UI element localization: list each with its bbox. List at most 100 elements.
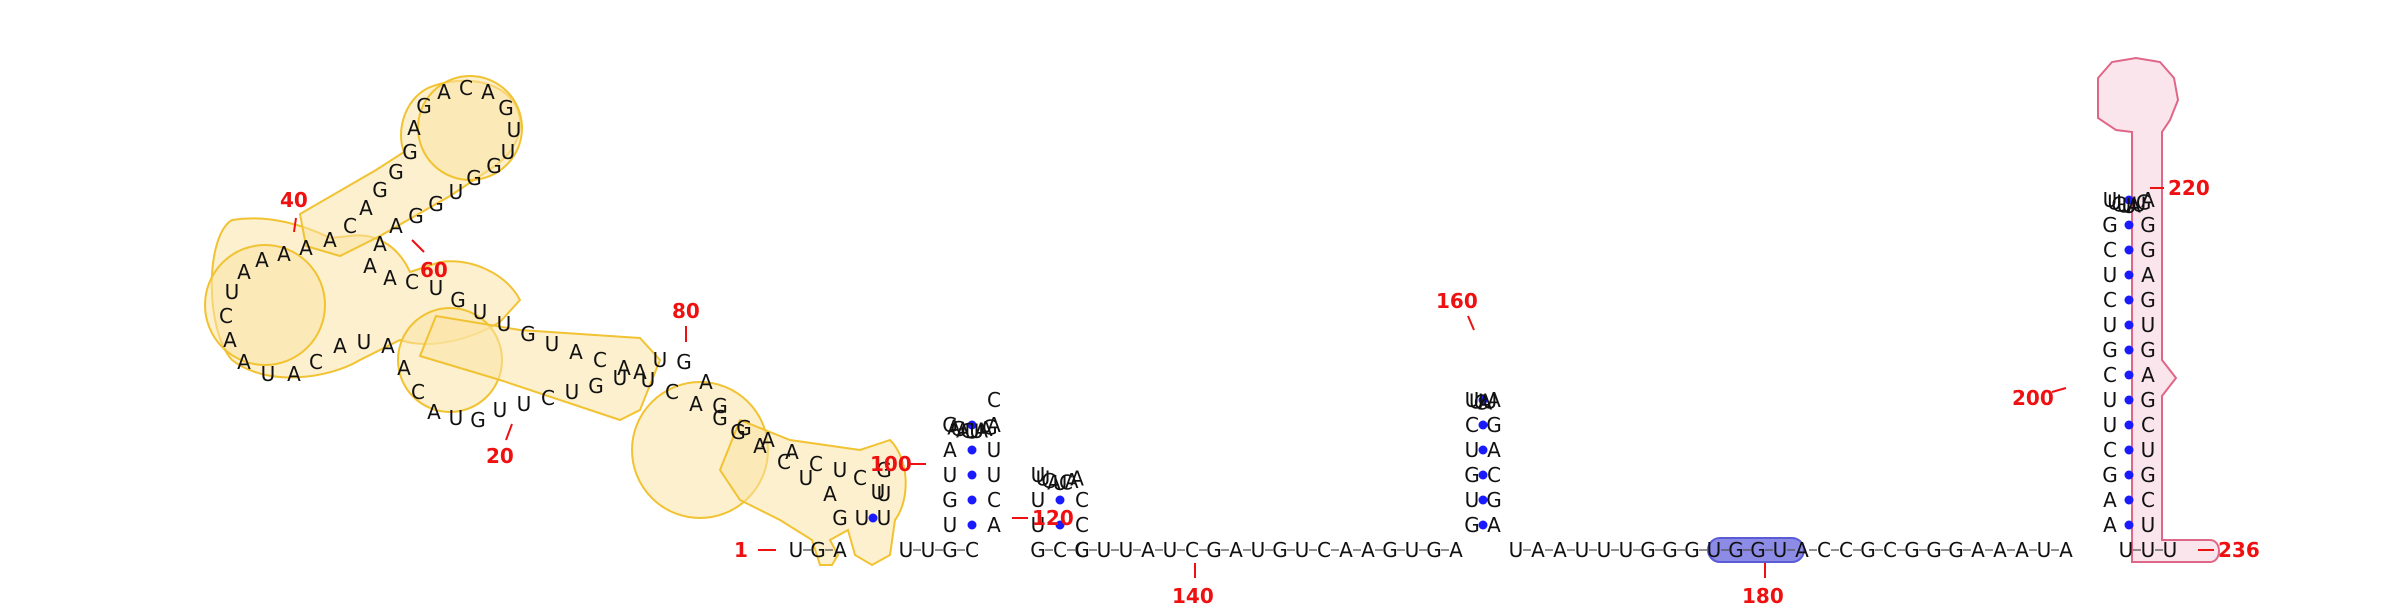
yellow-domain-nucleotide: G [388, 160, 404, 184]
five-prime-end: G [810, 538, 826, 562]
highlight-pink-hairpin [2097, 56, 2220, 563]
baseline-linker: U [1575, 538, 1590, 562]
baseline-linker: U [1295, 538, 1310, 562]
hairpin-c-stem: A [1487, 388, 1501, 412]
hairpin-d-stem: C [2103, 238, 2117, 262]
yellow-domain-nucleotide: G [450, 288, 466, 312]
baseline-linker: A [1141, 538, 1155, 562]
blue-highlight-nucleotide: U [1773, 538, 1788, 562]
highlight-yellow-leftmost-loop [204, 244, 326, 366]
blue-highlight-nucleotide: G [1728, 538, 1744, 562]
yellow-domain-foot: U [877, 506, 892, 530]
position-label-140: 140 [1172, 584, 1214, 608]
highlight-yellow-lower-helix [718, 418, 907, 567]
yellow-domain-nucleotide: C [343, 214, 357, 238]
hairpin-c-stem: U [1465, 438, 1480, 462]
hairpin-d-stem: G [2102, 463, 2118, 487]
base-pair-dot [2124, 245, 2134, 255]
yellow-domain-nucleotide: A [255, 248, 269, 272]
hairpin-d-loop: U [2122, 194, 2137, 218]
yellow-domain-nucleotide: U [501, 140, 516, 164]
hairpin-d-stem: U [2103, 413, 2118, 437]
hairpin-a-loop: G [951, 417, 967, 441]
three-prime-end: U [2163, 538, 2178, 562]
baseline-linker: A [2015, 538, 2029, 562]
baseline-linker: A [1993, 538, 2007, 562]
position-label-60: 60 [420, 258, 448, 282]
baseline-linker: U [1619, 538, 1634, 562]
baseline-linker: A [1553, 538, 1567, 562]
position-label-180: 180 [1742, 584, 1784, 608]
baseline-linker: U [1163, 538, 1178, 562]
five-prime-end: A [833, 538, 847, 562]
baseline-linker: A [1795, 538, 1809, 562]
baseline-linker: A [1361, 538, 1375, 562]
hairpin-a-loop: U [969, 419, 984, 443]
yellow-domain-nucleotide: A [237, 350, 251, 374]
base-pair-dot [967, 520, 977, 530]
yellow-domain-nucleotide: A [223, 328, 237, 352]
hairpin-b-loop: U [1036, 466, 1051, 490]
hairpin-d-stem: A [2141, 188, 2155, 212]
tick-60 [411, 239, 425, 253]
yellow-domain-nucleotide: U [497, 312, 512, 336]
hairpin-d-stem: C [2103, 288, 2117, 312]
yellow-domain-nucleotide: A [389, 214, 403, 238]
highlight-yellow-upper-loop [417, 75, 523, 181]
baseline-linker: C [1839, 538, 1853, 562]
blue-highlight-nucleotide: U [1707, 538, 1722, 562]
hairpin-d-stem: C [2103, 363, 2117, 387]
hairpin-d-stem: G [2140, 338, 2156, 362]
yellow-domain-nucleotide: A [383, 266, 397, 290]
yellow-domain-nucleotide: C [593, 348, 607, 372]
base-pair-dot [967, 470, 977, 480]
hairpin-a-loop: A [947, 415, 961, 439]
baseline-linker: C [1317, 538, 1331, 562]
yellow-domain-nucleotide: U [833, 458, 848, 482]
hairpin-d-stem: U [2103, 188, 2118, 212]
yellow-domain-nucleotide: A [427, 400, 441, 424]
position-label-236: 236 [2218, 538, 2260, 562]
base-pair-dot [1478, 445, 1488, 455]
yellow-domain-nucleotide: G [498, 96, 514, 120]
baseline-linker: C [1075, 538, 1089, 562]
baseline-linker: G [1948, 538, 1964, 562]
baseline-linker: G [1926, 538, 1942, 562]
hairpin-b-loop: A [1070, 466, 1084, 490]
yellow-domain-nucleotide: G [832, 506, 848, 530]
hairpin-d-stem: U [2141, 313, 2156, 337]
hairpin-d-stem: C [2141, 488, 2155, 512]
hairpin-a-stem: A [943, 438, 957, 462]
yellow-domain-nucleotide: U [449, 406, 464, 430]
yellow-domain-nucleotide: G [416, 94, 432, 118]
hairpin-b-stem: U [1031, 463, 1046, 487]
hairpin-d-stem: G [2140, 388, 2156, 412]
hairpin-d-stem: C [2141, 413, 2155, 437]
hairpin-c-stem: A [1487, 438, 1501, 462]
highlight-blue-segment [1707, 537, 1805, 563]
yellow-domain-foot: G [876, 458, 892, 482]
hairpin-c-stem: G [1486, 488, 1502, 512]
hairpin-c-stem: G [1464, 463, 1480, 487]
base-pair-dot [967, 445, 977, 455]
hairpin-d-stem: G [2140, 463, 2156, 487]
baseline-linker: U [2037, 538, 2052, 562]
yellow-domain-nucleotide: A [333, 334, 347, 358]
hairpin-c-stem: C [1465, 413, 1479, 437]
position-label-120: 120 [1032, 506, 1074, 530]
hairpin-d-loop: G [2111, 192, 2127, 216]
baseline-linker: A [1971, 538, 1985, 562]
tick-20 [505, 423, 513, 441]
tick-200 [2051, 387, 2067, 393]
hairpin-a-stem: U [943, 463, 958, 487]
position-label-1: 1 [734, 538, 748, 562]
baseline-linker: G [1272, 538, 1288, 562]
yellow-domain-nucleotide: U [357, 330, 372, 354]
hairpin-a-loop: G [982, 415, 998, 439]
hairpin-d-stem: U [2103, 263, 2118, 287]
yellow-domain-nucleotide: U [653, 348, 668, 372]
baseline-linker: U [1251, 538, 1266, 562]
yellow-domain-nucleotide: A [299, 236, 313, 260]
yellow-domain-nucleotide: A [373, 232, 387, 256]
